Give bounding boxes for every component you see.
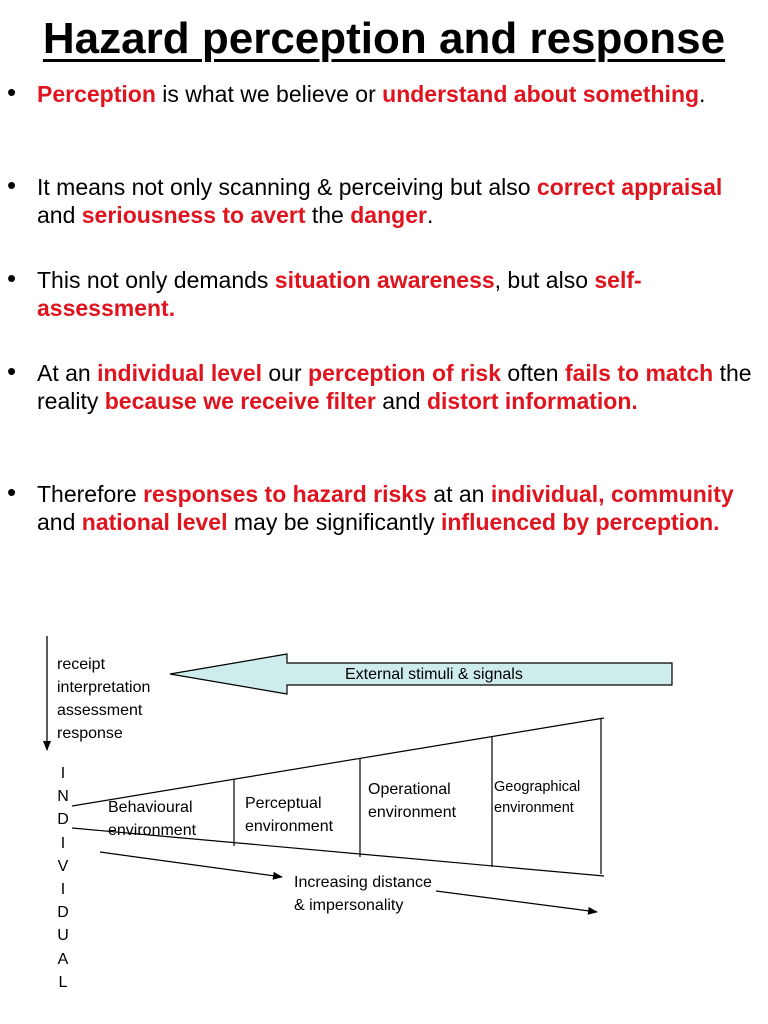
bullet-text: At an [37,360,98,386]
geographical-environment-label: Geographical environment [494,779,581,816]
external-stimuli-arrow [169,653,673,695]
highlighted-text: distort information. [426,388,638,414]
individual-letter: I [60,881,66,899]
individual-letter: L [58,973,68,991]
bullet-text: . [699,81,706,107]
funnel-top-edge [71,717,605,807]
funnel-bottom-edge [71,827,605,877]
highlighted-text: situation awareness [274,267,495,293]
highlighted-text: responses to hazard risks [143,481,427,507]
bullet-text: the reality [37,360,752,414]
highlighted-text: danger [350,202,427,228]
step-assessment: assessment [57,702,143,719]
bullet-responses: • Therefore responses to hazard risks at … [7,478,765,536]
highlighted-text: correct appraisal [536,174,723,200]
distance-arrow-2 [435,890,598,915]
bullet-text: our [262,360,309,386]
highlighted-text: influenced by perception. [440,509,720,535]
individual-letter: D [57,904,69,922]
bullet-text: and [37,509,82,535]
bullet-dot-icon: • [7,77,17,107]
bullet-individual-level: • At an individual level our perception o… [7,357,765,415]
individual-letter: N [57,788,69,806]
bullet-text: at an [426,481,491,507]
bullet-dot-icon: • [7,170,17,200]
highlighted-text: individual level [97,360,262,386]
bullet-text: may be significantly [227,509,441,535]
bullet-text: the [305,202,351,228]
highlighted-text: self-assessment. [37,267,642,321]
bullet-text: Therefore [37,481,144,507]
bullet-dot-icon: • [7,356,17,386]
operational-environment-label: Operational environment [368,781,457,821]
bullet-awareness: • This not only demands situation awarene… [7,264,765,322]
distance-arrow-1 [99,851,283,880]
highlighted-text: national level [81,509,228,535]
bullet-text: . [426,202,434,228]
highlighted-text: Perception [37,81,156,107]
behavioural-environment-label: Behavioural environment [108,799,197,839]
highlighted-text: perception of risk [308,360,502,386]
bullet-text: It means not only scanning & perceiving … [37,174,537,200]
external-stimuli-label: External stimuli & signals [345,666,523,683]
page-title: Hazard perception and response [42,14,726,63]
bullet-dot-icon: • [7,263,17,293]
individual-letter: I [60,765,66,782]
highlighted-text: seriousness to avert [81,202,306,228]
bullet-text: is what we believe or [155,81,383,107]
bullet-perception: • Perception is what we believe or unders… [7,78,765,108]
process-steps: receipt interpretation assessment respon… [57,653,150,745]
step-response: response [57,725,123,742]
individual-letter: D [57,811,69,829]
bullet-scanning: • It means not only scanning & perceiving… [7,171,765,229]
highlighted-text: fails to match [564,360,714,386]
highlighted-text: understand about something [382,81,700,107]
bullet-text: and [375,388,427,414]
individual-vertical-label: I N D I V I D U A L [55,762,71,994]
highlighted-text: because we receive filter [104,388,376,414]
bullet-text: often [501,360,565,386]
bullet-text: This not only demands [37,267,275,293]
highlighted-text: individual, community [490,481,734,507]
perceptual-environment-label: Perceptual environment [245,795,334,835]
individual-letter: U [57,927,69,945]
distance-label: Increasing distance & impersonality [294,874,432,914]
bullet-text: and [37,202,82,228]
individual-letter: V [57,857,69,875]
bullet-dot-icon: • [7,477,17,507]
step-receipt: receipt [57,656,106,673]
individual-letter: I [60,834,66,852]
bullet-text: , but also [494,267,595,293]
individual-letter: A [57,950,69,968]
step-interpretation: interpretation [57,679,151,696]
